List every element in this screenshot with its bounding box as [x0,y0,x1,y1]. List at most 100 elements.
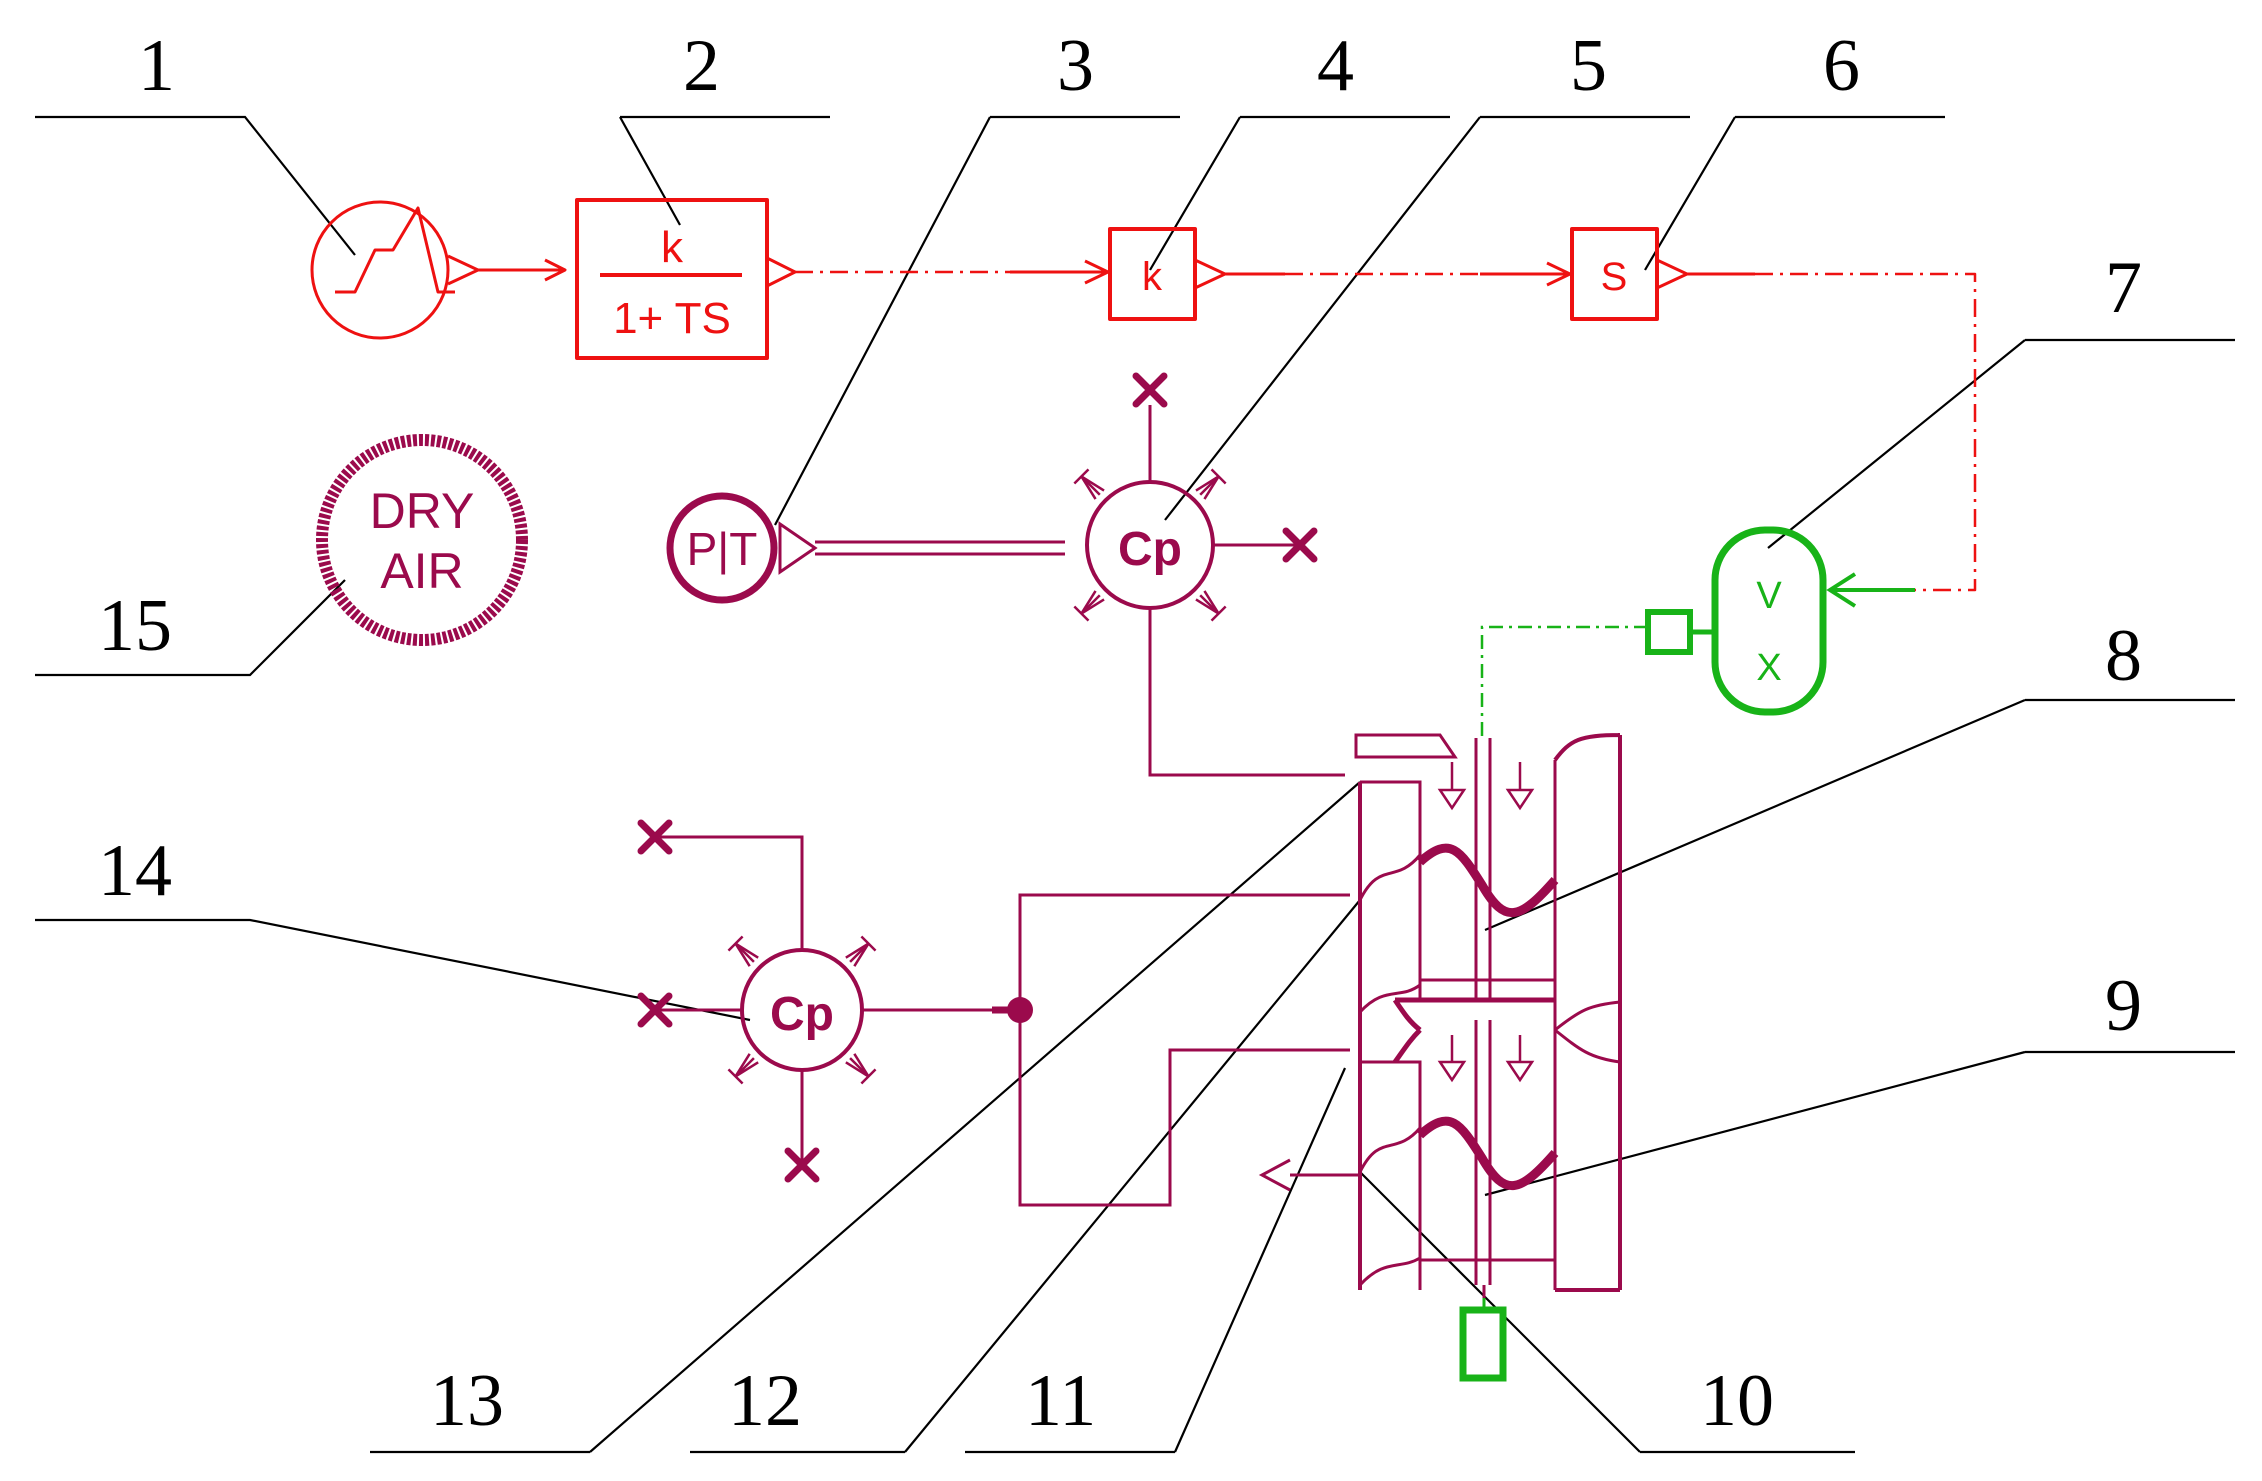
diffuser-petal [845,1053,877,1085]
vent-cross-icon [637,992,673,1028]
housing-right [1553,733,1622,1292]
arrow-into-2 [544,258,567,282]
central-rod-lower [1474,1020,1492,1285]
integrator-block[interactable]: S [1570,227,1689,321]
sensor-double-line [815,540,1065,556]
upper-chamber[interactable]: Cp [1085,480,1215,610]
diffuser-petal [727,935,759,967]
diffuser-petal [1073,468,1105,500]
gain-block[interactable]: k [1108,227,1227,321]
leader-6 [1644,115,1945,271]
vent-cross-icon [784,1147,820,1183]
output-port-icon [766,256,797,288]
callout-1: 1 [138,25,175,107]
chamber-9-frame [1418,1150,1555,1262]
leader-13 [370,781,1361,1454]
down-arrow-icon [1437,762,1535,1083]
port-10-cone [1258,1158,1291,1192]
actuator-link [1480,625,1648,738]
diffuser-ring [1073,468,1227,622]
diffuser-ring [727,935,877,1085]
actuator-v-label: V [1756,575,1782,617]
callout-15: 15 [98,585,172,667]
callout-8: 8 [2105,615,2142,697]
bellows-membrane-8 [1416,843,1559,918]
lower-vent-top [660,835,804,950]
sensor-label: P|T [687,523,758,575]
transfer-numerator: k [661,223,684,272]
waveform-icon [335,206,455,294]
actuator-input-arrow [1826,572,1857,608]
leader-15 [35,579,346,677]
housing-right-mid [1554,1000,1621,1064]
callout-10: 10 [1700,1360,1774,1442]
transfer-denominator: 1+ TS [613,294,731,343]
bellows-membrane-9 [1416,1116,1559,1191]
output-port-icon [447,254,480,286]
callout-11: 11 [1025,1360,1096,1442]
gain-block-frame [1108,227,1197,321]
branch-lower [1018,1010,1350,1207]
sensor-body [666,492,778,604]
callout-2: 2 [683,25,720,107]
integrator-block-frame [1570,227,1659,321]
leader-9 [1484,1050,2235,1197]
diffuser-petal [1195,468,1227,500]
upper-chamber-feed [1148,608,1345,777]
callout-numbers: 1 2 3 4 5 6 7 8 9 10 11 12 13 14 15 [98,25,2142,1442]
callout-4: 4 [1317,25,1354,107]
diffuser-petal [1073,590,1105,622]
actuator-body [1711,526,1827,716]
housing-left-inner [1360,780,1422,1290]
callout-leaders [35,115,2235,1454]
actuator-rod-connector [1645,609,1693,655]
diffuser-petal [845,935,877,967]
lower-chamber[interactable]: Cp [740,948,864,1072]
bellows-assembly[interactable] [1354,733,1622,1305]
leader-5 [1164,115,1690,521]
leader-4 [1149,115,1450,271]
piping [660,405,1360,1207]
dry-air-source[interactable]: DRY AIR [316,434,528,646]
signal-source-icon [310,200,450,340]
upper-chamber-label: Cp [1118,523,1182,576]
output-port-icon [1656,258,1689,290]
leader-7 [1767,338,2235,549]
transfer-function-block[interactable]: k 1+ TS [575,198,797,360]
actuator-x-label: X [1756,647,1781,689]
vent-cross-icon [1282,527,1318,563]
callout-7: 7 [2105,247,2142,329]
integrator-label: S [1601,255,1628,299]
dry-air-line2: AIR [380,543,463,599]
output-sensor[interactable] [1459,1306,1507,1382]
vent-markers [637,372,1318,1183]
inlet-cap [1354,733,1458,759]
output-port-icon [1194,258,1227,290]
branch-upper [1018,893,1350,1010]
central-rod-upper [1474,738,1492,1000]
signal-chain: k 1+ TS k S [310,198,1977,592]
chamber-diffusers [727,468,1227,1085]
housing-left-cuts [1358,854,1422,1287]
callout-3: 3 [1057,25,1094,107]
chamber-8-frame [1418,875,1555,982]
output-port-icon [778,521,818,575]
gain-label: k [1142,255,1163,299]
callout-14: 14 [98,830,172,912]
leader-2 [619,115,830,226]
leader-1 [35,115,356,256]
wire-6-7 [1755,272,1977,592]
vent-cross-icon [637,819,673,855]
transfer-block-frame [575,198,769,360]
dry-air-line1: DRY [370,483,475,539]
dry-air-icon [316,434,528,646]
pressure-temperature-sensor[interactable]: P|T [666,492,818,604]
diffuser-petal [727,1053,759,1085]
leader-10 [1359,1171,1855,1454]
lower-chamber-label: Cp [770,988,834,1041]
leader-11 [965,1067,1347,1454]
actuator[interactable]: V X [1480,526,1915,738]
signal-source[interactable] [310,200,480,340]
vent-cross-icon [1132,372,1168,408]
